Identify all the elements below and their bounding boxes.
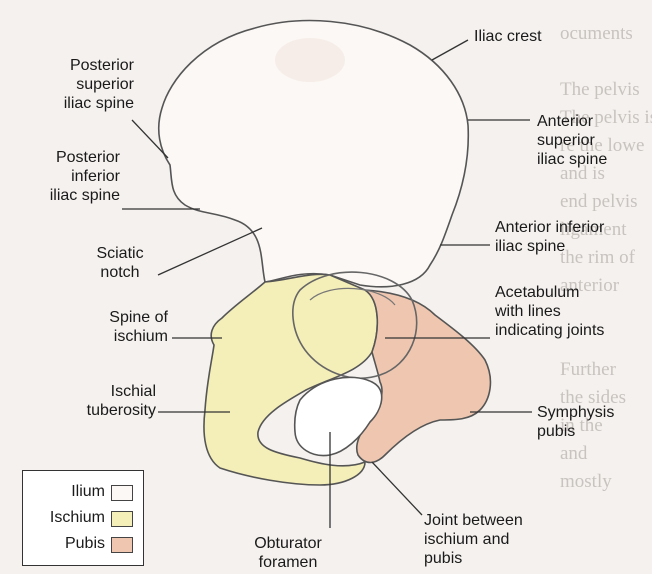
- legend-swatch-pubis: [111, 537, 133, 553]
- label-posterior-inferior-iliac-spine: Posterior inferior iliac spine: [8, 148, 120, 205]
- label-symphysis-pubis: Symphysis pubis: [537, 403, 614, 441]
- label-anterior-superior-iliac-spine: Anterior superior iliac spine: [537, 112, 607, 169]
- legend-label: Pubis: [65, 535, 105, 553]
- legend-item-pubis: Pubis: [23, 535, 143, 557]
- legend: Ilium Ischium Pubis: [22, 470, 144, 566]
- label-obturator-foramen: Obturator foramen: [238, 534, 338, 572]
- label-posterior-superior-iliac-spine: Posterior superior iliac spine: [18, 56, 134, 113]
- leader-sciatic-notch: [158, 228, 262, 275]
- legend-item-ischium: Ischium: [23, 509, 143, 531]
- label-joint-between-ischium-and-pubis: Joint between ischium and pubis: [424, 511, 523, 568]
- leader-joint: [372, 462, 422, 515]
- leader-iliac-crest: [432, 40, 468, 60]
- legend-label: Ischium: [50, 509, 105, 527]
- label-spine-of-ischium: Spine of ischium: [60, 308, 168, 346]
- label-ischial-tuberosity: Ischial tuberosity: [50, 382, 156, 420]
- label-acetabulum: Acetabulum with lines indicating joints: [495, 283, 604, 340]
- label-anterior-inferior-iliac-spine: Anterior inferior iliac spine: [495, 218, 604, 256]
- legend-swatch-ilium: [111, 485, 133, 501]
- legend-item-ilium: Ilium: [23, 483, 143, 505]
- legend-label: Ilium: [71, 483, 105, 501]
- label-sciatic-notch: Sciatic notch: [80, 244, 160, 282]
- legend-swatch-ischium: [111, 511, 133, 527]
- label-iliac-crest: Iliac crest: [474, 27, 542, 46]
